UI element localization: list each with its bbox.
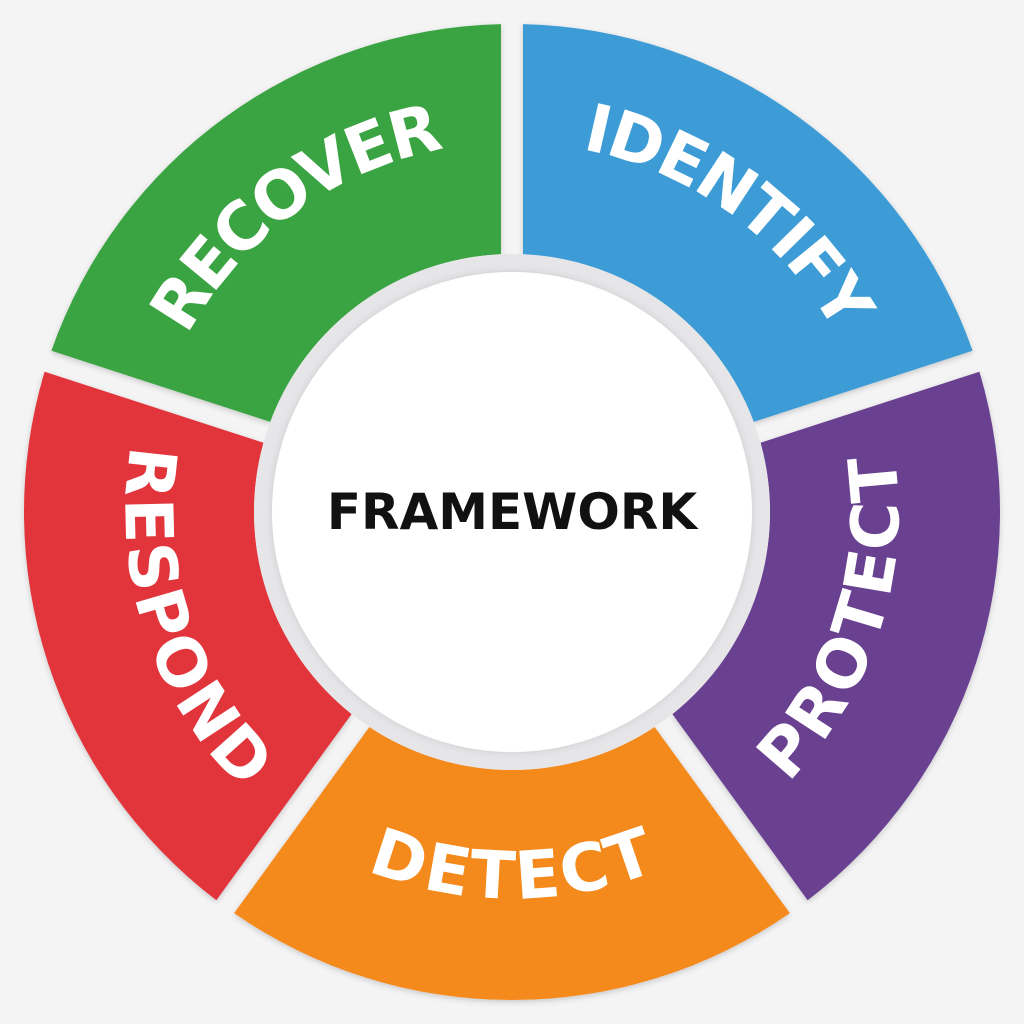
segment-protect — [672, 371, 1001, 901]
center-circle — [272, 272, 752, 752]
segment-respond — [23, 371, 352, 901]
center-label: FRAMEWORK — [327, 483, 699, 541]
segment-detect — [234, 727, 790, 1001]
segments-group — [23, 24, 1001, 1001]
segment-identify — [523, 24, 973, 422]
segment-recover — [51, 24, 502, 422]
